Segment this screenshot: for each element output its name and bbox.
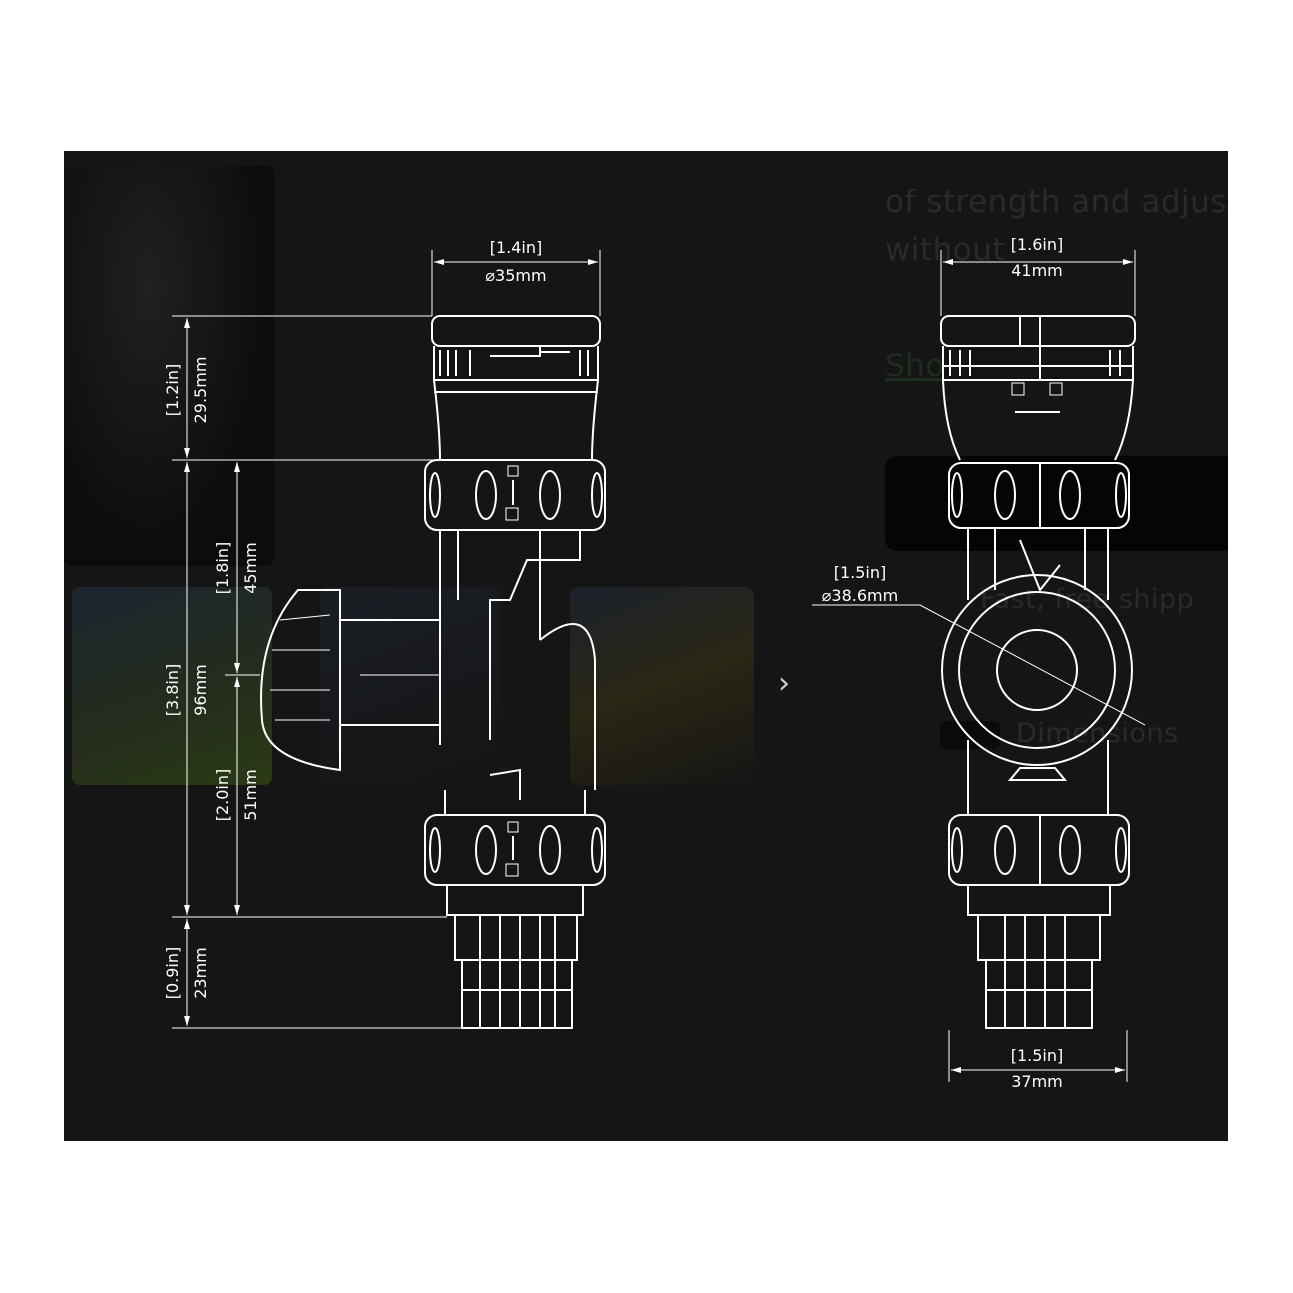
dim-cap-height-in: [1.2in] <box>163 364 182 417</box>
product-description-line: of strength and adjusta <box>885 184 1228 220</box>
dim-cap-height-mm: 29.5mm <box>191 357 210 424</box>
ruler-icon <box>940 720 1000 749</box>
front-view-dimension-lines <box>812 250 1146 1082</box>
carousel-next-button[interactable]: › <box>778 666 790 701</box>
dim-lower-half-in: [2.0in] <box>213 769 232 822</box>
dim-ball-diameter-in: [1.5in] <box>834 563 887 582</box>
dim-total-height-in: [3.8in] <box>163 664 182 717</box>
dim-top-width-in: [1.4in] <box>490 238 543 257</box>
dim-upper-half-mm: 45mm <box>241 542 260 594</box>
dim-bottom-width-mm: 37mm <box>1011 1072 1063 1091</box>
add-to-cart-button[interactable] <box>885 456 1228 551</box>
side-view-dimension-lines <box>172 250 601 1029</box>
front-view-drawing <box>940 315 1136 1029</box>
dim-ball-diameter-mm: ⌀38.6mm <box>822 586 898 605</box>
dim-front-top-width-mm: 41mm <box>1011 261 1063 280</box>
side-view-drawing <box>260 315 606 1029</box>
dim-bottom-width-in: [1.5in] <box>1011 1046 1064 1065</box>
dim-upper-half-in: [1.8in] <box>213 542 232 595</box>
dim-front-top-width-in: [1.6in] <box>1011 235 1064 254</box>
dim-total-height-mm: 96mm <box>191 664 210 716</box>
thumbnail-3[interactable] <box>570 587 754 785</box>
dim-top-width-mm: ⌀35mm <box>485 266 546 285</box>
dim-lower-half-mm: 51mm <box>241 769 260 821</box>
dim-thread-height-mm: 23mm <box>191 947 210 999</box>
dim-thread-height-in: [0.9in] <box>163 947 182 1000</box>
show-more-link[interactable]: Sho <box>885 348 945 384</box>
